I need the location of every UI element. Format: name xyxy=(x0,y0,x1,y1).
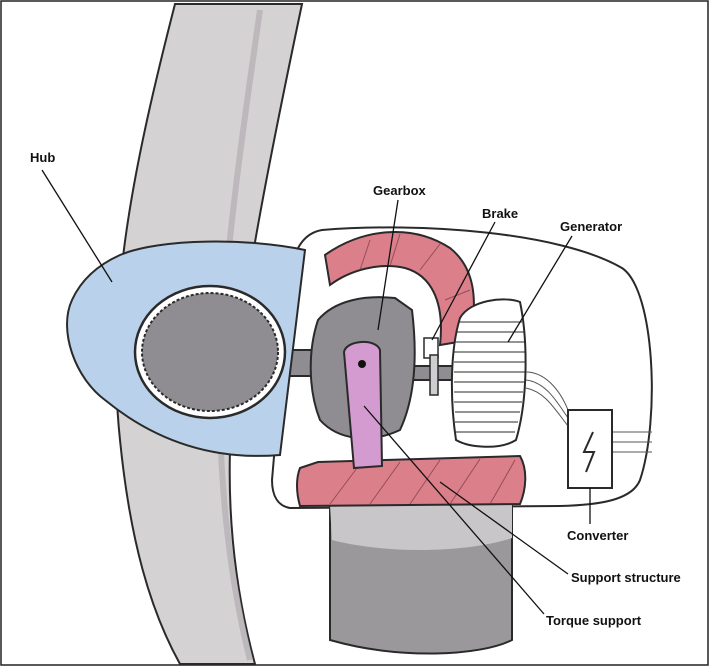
brake-disc xyxy=(430,355,438,395)
label-torque-support: Torque support xyxy=(546,613,641,628)
support-structure-bottom xyxy=(297,456,525,506)
label-converter: Converter xyxy=(567,528,628,543)
blade-root xyxy=(142,293,278,411)
label-hub: Hub xyxy=(30,150,55,165)
tower-base-highlight xyxy=(330,505,512,550)
label-brake: Brake xyxy=(482,206,518,221)
torque-support-pivot xyxy=(358,360,366,368)
label-generator: Generator xyxy=(560,219,622,234)
converter-box xyxy=(568,410,612,488)
label-support-structure: Support structure xyxy=(571,570,681,585)
label-gearbox: Gearbox xyxy=(373,183,426,198)
